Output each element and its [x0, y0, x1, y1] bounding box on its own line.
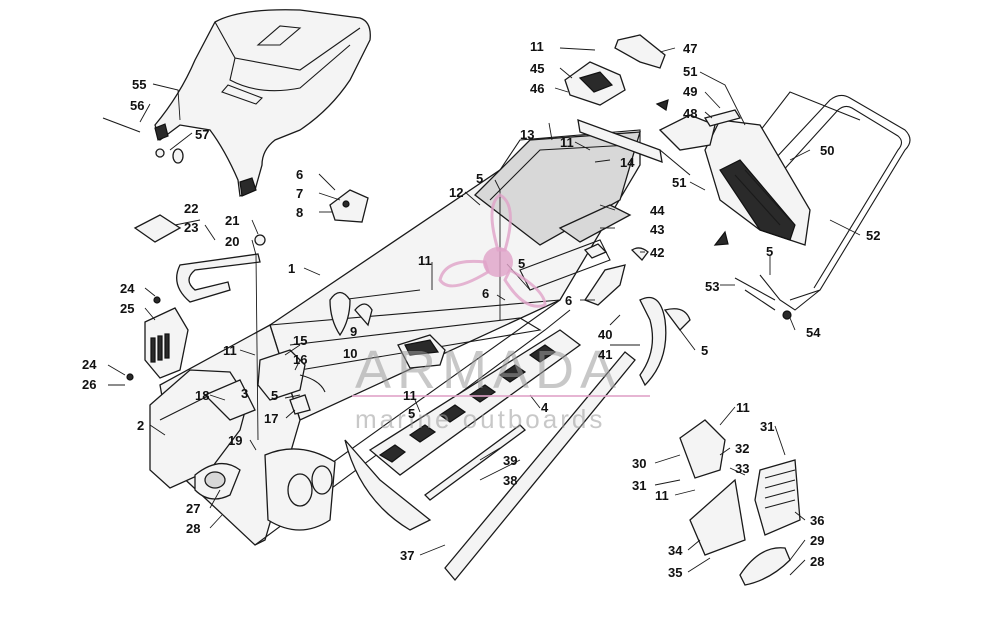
flag-markers — [655, 99, 729, 246]
callout-28-rear: 28 — [810, 554, 824, 569]
callout-48: 48 — [683, 106, 697, 121]
parts-40-41 — [584, 264, 691, 387]
callout-2: 2 — [137, 418, 144, 433]
slide-rails — [424, 351, 636, 582]
callout-22: 22 — [184, 201, 198, 216]
callout-6-right: 6 — [565, 293, 572, 308]
propeller-logo-icon — [438, 193, 547, 308]
callout-50: 50 — [820, 143, 834, 158]
callout-52: 52 — [866, 228, 880, 243]
callout-43: 43 — [650, 222, 664, 237]
callout-15: 15 — [293, 333, 307, 348]
running-board — [344, 329, 582, 531]
callout-8: 8 — [296, 205, 303, 220]
callout-11-top: 11 — [530, 39, 544, 54]
callout-11-front: 11 — [223, 343, 237, 358]
callout-labels: 55 56 57 22 23 21 20 24 25 24 26 2 18 11… — [82, 39, 880, 580]
callout-5-center: 5 — [518, 256, 525, 271]
electrical-module — [257, 349, 326, 415]
callout-11-upper: 11 — [560, 135, 574, 150]
callout-27: 27 — [186, 501, 200, 516]
callout-25: 25 — [120, 301, 134, 316]
callout-6-top: 6 — [296, 167, 303, 182]
cover-3 — [397, 334, 446, 369]
callout-57: 57 — [195, 127, 209, 142]
watermark-tagline: marine outboards — [355, 404, 605, 434]
callout-29: 29 — [810, 533, 824, 548]
callout-21: 21 — [225, 213, 239, 228]
callout-9: 9 — [350, 324, 357, 339]
callout-20: 20 — [225, 234, 239, 249]
callout-5-front: 5 — [271, 388, 278, 403]
callout-51-top: 51 — [683, 64, 697, 79]
callout-39: 39 — [503, 453, 517, 468]
callout-37: 37 — [400, 548, 414, 563]
watermark: ARMADA marine outboards — [352, 193, 650, 434]
callout-19: 19 — [228, 433, 242, 448]
callout-5-top: 5 — [476, 171, 483, 186]
callout-40: 40 — [598, 327, 612, 342]
flap-27 — [194, 463, 241, 500]
callout-56: 56 — [130, 98, 144, 113]
callout-5-mid: 5 — [408, 406, 415, 421]
callout-51-lower: 51 — [672, 175, 686, 190]
callout-24-upper: 24 — [120, 281, 135, 296]
callout-49: 49 — [683, 84, 697, 99]
callout-44: 44 — [650, 203, 665, 218]
callout-36: 36 — [810, 513, 824, 528]
callout-10: 10 — [343, 346, 357, 361]
callout-11-lower: 11 — [655, 488, 669, 503]
callout-32: 32 — [735, 441, 749, 456]
callout-42: 42 — [650, 245, 664, 260]
callout-35: 35 — [668, 565, 682, 580]
leader-lines — [107, 47, 861, 576]
callout-11-center: 11 — [418, 253, 432, 268]
watermark-brand: ARMADA — [355, 340, 622, 400]
callout-12: 12 — [449, 185, 463, 200]
rear-bumper — [729, 91, 911, 311]
parts-42-44 — [558, 204, 649, 261]
callout-17: 17 — [264, 411, 278, 426]
callout-31-lower: 31 — [632, 478, 646, 493]
seat-hardware — [102, 117, 184, 164]
callout-38: 38 — [503, 473, 517, 488]
rear-brackets — [564, 34, 742, 176]
callout-33: 33 — [735, 461, 749, 476]
callout-30: 30 — [632, 456, 646, 471]
callout-46: 46 — [530, 81, 544, 96]
rear-hardware — [734, 277, 792, 320]
callout-14: 14 — [620, 155, 635, 170]
callout-24-lower: 24 — [82, 357, 97, 372]
callout-47: 47 — [683, 41, 697, 56]
callout-5-right: 5 — [701, 343, 708, 358]
callout-26: 26 — [82, 377, 96, 392]
callout-5-rear: 5 — [766, 244, 773, 259]
callout-11-mid: 11 — [403, 388, 417, 403]
callout-16: 16 — [293, 352, 307, 367]
bumper-bracket — [126, 214, 266, 381]
callout-1: 1 — [288, 261, 295, 276]
callout-3: 3 — [241, 386, 248, 401]
callout-54: 54 — [806, 325, 821, 340]
callout-31-top: 31 — [760, 419, 774, 434]
callout-55: 55 — [132, 77, 146, 92]
callout-6-center: 6 — [482, 286, 489, 301]
clips-9-10 — [329, 291, 373, 337]
callout-45: 45 — [530, 61, 544, 76]
callout-23: 23 — [184, 220, 198, 235]
callout-34: 34 — [668, 543, 683, 558]
bracket-7-8 — [329, 189, 369, 223]
callout-28-front: 28 — [186, 521, 200, 536]
callout-41: 41 — [598, 347, 612, 362]
seat — [154, 9, 371, 197]
callout-13: 13 — [520, 127, 534, 142]
callout-11-shield: 11 — [736, 400, 750, 415]
callout-53: 53 — [705, 279, 719, 294]
callout-7: 7 — [296, 186, 303, 201]
callout-4: 4 — [541, 400, 549, 415]
callout-18: 18 — [195, 388, 209, 403]
